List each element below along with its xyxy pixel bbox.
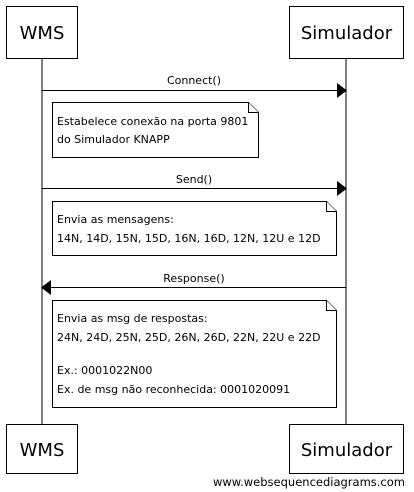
message-send: Send() bbox=[42, 173, 347, 196]
participant-simulador-label: Simulador bbox=[301, 23, 393, 44]
note-line: Ex.: 0001022N00 bbox=[57, 364, 152, 377]
note-responses: Envia as msg de respostas: 24N, 24D, 25N… bbox=[52, 300, 337, 408]
participant-wms-top: WMS bbox=[6, 6, 78, 59]
participant-wms-label: WMS bbox=[20, 440, 65, 461]
participant-simulador-label: Simulador bbox=[301, 440, 393, 461]
note-connection: Estabelece conexão na porta 9801 do Simu… bbox=[52, 102, 259, 158]
message-response: Response() bbox=[41, 272, 346, 295]
note-line: do Simulador KNAPP bbox=[57, 133, 170, 146]
note-line: Estabelece conexão na porta 9801 bbox=[57, 115, 248, 128]
message-label: Connect() bbox=[167, 74, 221, 87]
message-connect: Connect() bbox=[42, 74, 347, 98]
message-label: Response() bbox=[163, 272, 224, 285]
arrow-right-icon bbox=[337, 181, 347, 196]
footer-watermark: www.websequencediagrams.com bbox=[212, 475, 405, 489]
arrow-right-icon bbox=[337, 83, 347, 98]
note-line: 24N, 24D, 25N, 25D, 26N, 26D, 22N, 22U e… bbox=[57, 331, 321, 344]
note-line: 14N, 14D, 15N, 15D, 16N, 16D, 12N, 12U e… bbox=[57, 232, 321, 245]
participant-wms-label: WMS bbox=[20, 23, 65, 44]
note-line: Ex. de msg não reconhecida: 0001020091 bbox=[57, 383, 290, 396]
participant-wms-bottom: WMS bbox=[6, 424, 78, 474]
note-line: Envia as msg de respostas: bbox=[57, 312, 208, 325]
participant-simulador-bottom: Simulador bbox=[289, 424, 404, 474]
note-send-messages: Envia as mensagens: 14N, 14D, 15N, 15D, … bbox=[52, 201, 337, 256]
arrow-left-icon bbox=[41, 280, 51, 295]
note-line: Envia as mensagens: bbox=[57, 213, 174, 226]
message-label: Send() bbox=[176, 173, 212, 186]
participant-simulador-top: Simulador bbox=[289, 6, 404, 59]
